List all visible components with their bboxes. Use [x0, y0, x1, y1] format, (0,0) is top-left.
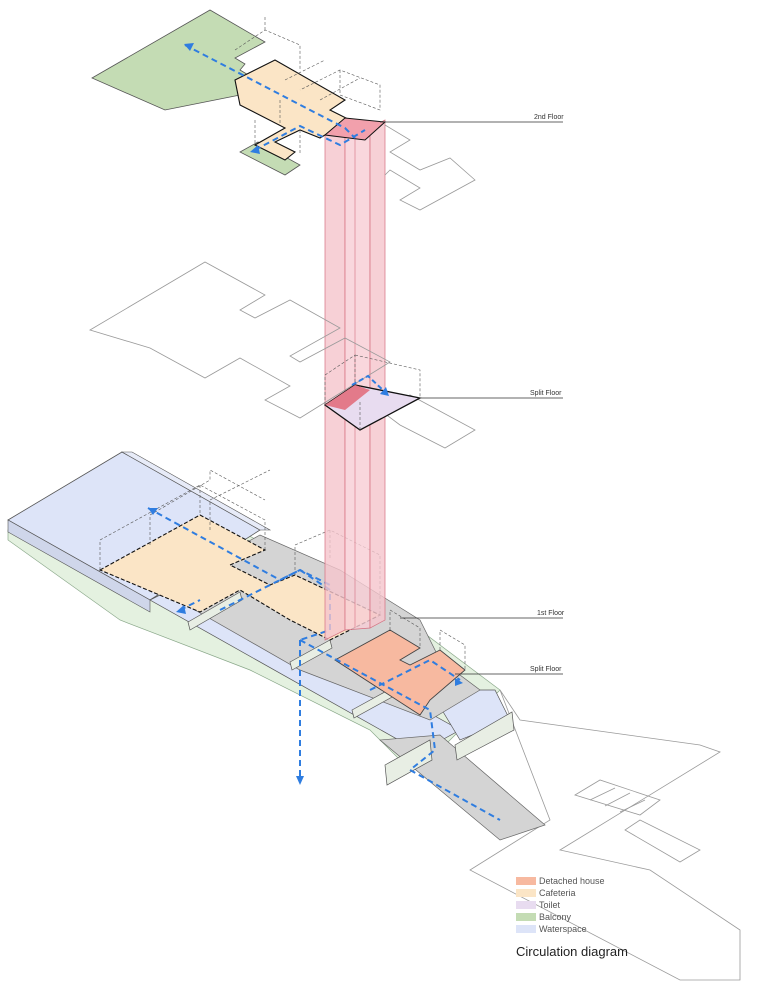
- vertical-core: [324, 119, 386, 641]
- legend-label-detached-house: Detached house: [539, 876, 605, 886]
- legend-swatch-cafeteria: [516, 889, 536, 897]
- second-floor-volume-lines: [234, 15, 381, 155]
- legend-label-balcony: Balcony: [539, 912, 572, 922]
- channel-walls: [187, 591, 515, 786]
- split-floor-plate: [323, 354, 422, 431]
- level-label-split-floor-lower: Split Floor: [530, 666, 562, 673]
- ground-circulation-arrows: [147, 507, 501, 821]
- legend-swatch-waterspace: [516, 925, 536, 933]
- split-floor-arrow: [351, 374, 389, 396]
- legend-swatch-toilet: [516, 901, 536, 909]
- legend-title: Circulation diagram: [516, 944, 628, 959]
- second-floor-ghost-outline: [384, 124, 476, 211]
- legend-label-waterspace: Waterspace: [539, 924, 587, 934]
- second-floor-arrows: [184, 44, 366, 151]
- level-leader-lines: [380, 121, 563, 675]
- level-label-1st-floor: 1st Floor: [537, 610, 565, 617]
- level-label-2nd-floor: 2nd Floor: [534, 114, 564, 121]
- legend-swatch-detached-house: [516, 877, 536, 885]
- legend-swatch-balcony: [516, 913, 536, 921]
- legend-label-toilet: Toilet: [539, 900, 561, 910]
- split-floor-outline: [89, 261, 476, 449]
- legend-label-cafeteria: Cafeteria: [539, 888, 576, 898]
- second-floor-arrow-heads: [184, 43, 260, 154]
- level-label-split-floor-upper: Split Floor: [530, 390, 562, 397]
- ground-arrow-heads: [148, 508, 463, 785]
- site-outline: [469, 689, 741, 981]
